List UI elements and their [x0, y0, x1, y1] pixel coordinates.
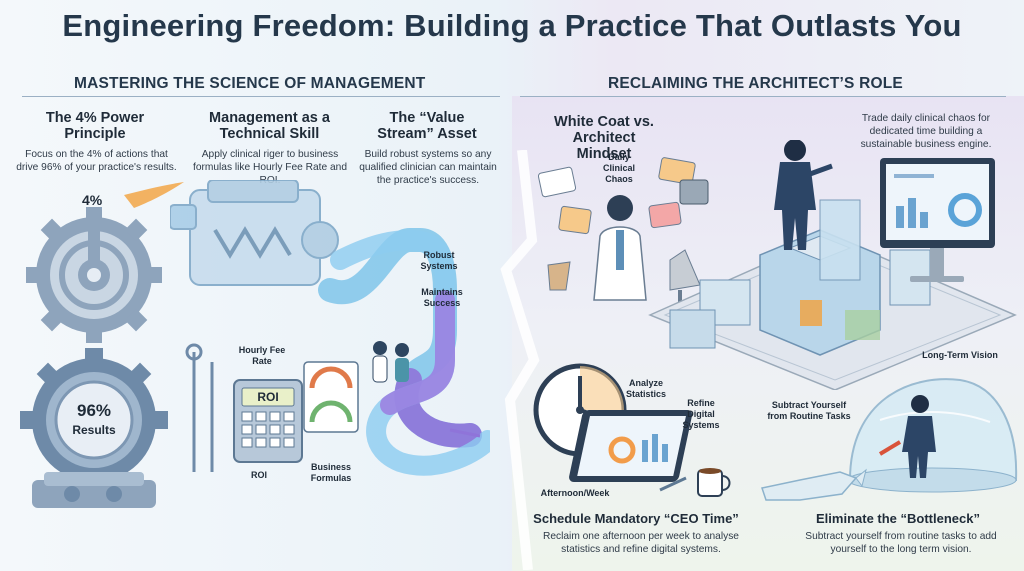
- right-section-title: RECLAIMING THE ARCHITECT’S ROLE: [608, 75, 903, 92]
- bottleneck-body: Subtract yourself from routine tasks to …: [805, 531, 997, 556]
- afternoon-label: Afternoon/Week: [540, 488, 610, 498]
- chaos-label: Daily Clinical Chaos: [602, 152, 635, 184]
- skill-heading: Management as a Technical Skill: [209, 110, 330, 143]
- bottleneck-heading: Eliminate the “Bottleneck”: [816, 511, 980, 526]
- arrow-icon: [449, 428, 481, 438]
- card-icon: [537, 166, 577, 198]
- telephone-icon: [679, 179, 709, 205]
- left-section-title: MASTERING THE SCIENCE OF MANAGEMENT: [74, 75, 426, 92]
- tablet-icon: [569, 410, 693, 482]
- left-divider: [22, 96, 500, 97]
- page-title: Engineering Freedom: Building a Practice…: [62, 8, 962, 43]
- value-heading: The “Value Stream” Asset: [377, 110, 477, 143]
- formulas-label: Business Formulas: [310, 462, 352, 483]
- top-gear-icon: [26, 207, 162, 343]
- right-divider: [520, 96, 1006, 97]
- doctor-icon: [593, 195, 647, 301]
- power-body: Focus on the 4% of actions that drive 96…: [16, 149, 177, 174]
- power-heading: The 4% Power Principle: [45, 110, 145, 143]
- roi-label: ROI: [250, 470, 267, 480]
- red-arrow-icon: [878, 440, 902, 456]
- bottleneck-illustration: [761, 378, 1018, 501]
- person-icon: [902, 395, 936, 478]
- calculator-screen-text: ROI: [257, 390, 279, 404]
- analyze-label: Analyze Statistics: [625, 378, 667, 399]
- maintains-label: Maintains Success: [421, 287, 463, 308]
- power-bottom-word: Results: [72, 423, 116, 437]
- mindset-heading: White Coat vs. Architect Mindset: [554, 114, 654, 163]
- engine-icon: [170, 180, 339, 286]
- glass-dome-icon: [847, 378, 1018, 493]
- calculator-illustration: [185, 343, 359, 472]
- coffee-cup-icon: [697, 468, 731, 497]
- power-bottom-pct: 96%: [77, 401, 111, 420]
- hourly-label: Hourly Fee Rate: [238, 345, 286, 366]
- subtract-label: Subtract Yourself from Routine Tasks: [767, 400, 851, 421]
- clinicians-icon: [372, 341, 409, 383]
- power-top-label: 4%: [82, 192, 103, 208]
- longterm-label: Long-Term Vision: [922, 350, 998, 360]
- refine-label: Refine Digital Systems: [682, 398, 720, 430]
- ceo-body: Reclaim one afternoon per week to analys…: [543, 531, 739, 556]
- zigzag-divider: [500, 150, 540, 570]
- ceo-time-illustration: [533, 363, 731, 497]
- gear-base: [32, 480, 156, 508]
- chair-icon: [547, 261, 571, 291]
- architect-icon: [774, 140, 833, 250]
- broken-bottle-icon: [761, 468, 867, 501]
- bottom-gear-icon: [20, 348, 168, 482]
- value-pipe-illustration: [330, 229, 490, 476]
- ceo-heading: Schedule Mandatory “CEO Time”: [533, 511, 739, 526]
- chaos-illustration: [537, 157, 709, 304]
- value-body: Build robust systems so any qualified cl…: [359, 149, 497, 187]
- envelope-icon: [658, 157, 696, 185]
- pen-icon: [659, 476, 687, 492]
- monitor-icon: [880, 158, 995, 282]
- gear-stack-illustration: 4% 96% Results: [20, 182, 184, 508]
- gauge-card-icon: [303, 361, 359, 433]
- architect-city-illustration: [648, 140, 1017, 390]
- swoosh-icon: [124, 182, 184, 208]
- mindset-body: Trade daily clinical chaos for dedicated…: [860, 113, 992, 151]
- robust-label: Robust Systems: [420, 250, 458, 271]
